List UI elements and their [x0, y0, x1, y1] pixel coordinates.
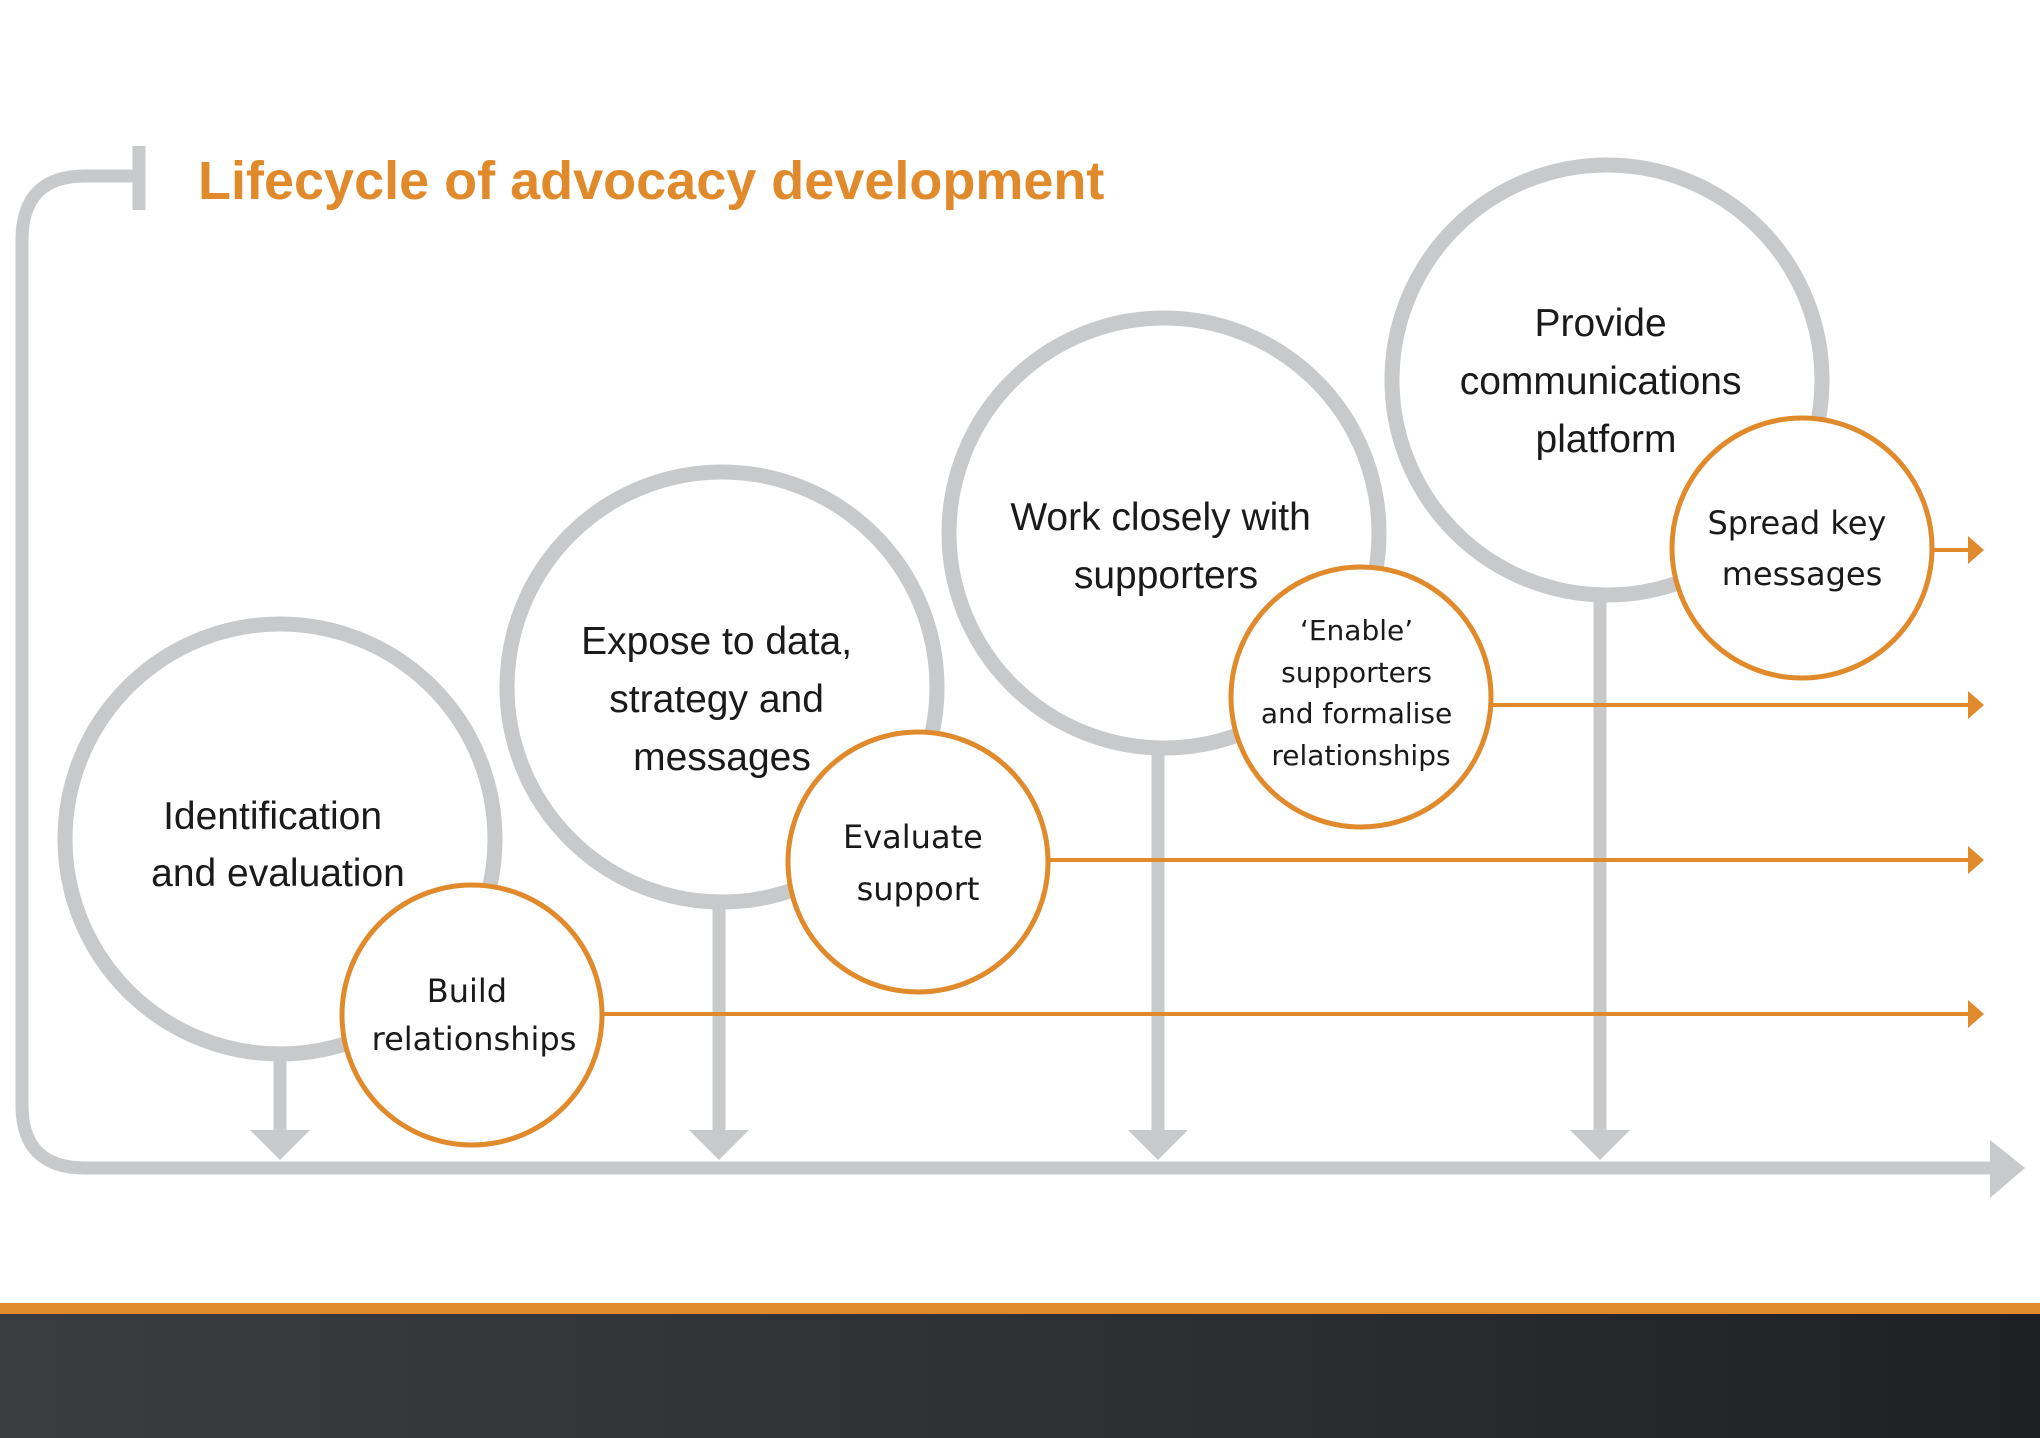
cycle-path	[15, 146, 1995, 1175]
arrow-right-icon	[1968, 846, 1984, 874]
action-label-enable: ‘Enable’ supporters and formalise relati…	[1261, 614, 1461, 772]
stage-label-provide: Provide communications platform	[1460, 302, 1753, 461]
action-circle-spread	[1669, 415, 1935, 681]
action-circle-build	[339, 882, 605, 1148]
arrow-right-icon	[1968, 691, 1984, 719]
stage-label-work: Work closely with supporters	[1010, 496, 1321, 597]
down-arrows	[273, 595, 1607, 1140]
action-label-spread: Spread key messages	[1707, 504, 1896, 593]
down-arrow-icon	[250, 1130, 310, 1160]
main-arrowhead	[1990, 1140, 2025, 1198]
stage-label-expose: Expose to data, strategy and messages	[581, 620, 863, 779]
down-arrow-icon	[1128, 1130, 1188, 1160]
action-label-build: Build relationships	[372, 972, 577, 1058]
action-circle-evaluate	[785, 729, 1051, 995]
action-circle-enable	[1228, 564, 1494, 830]
arrow-right-icon	[1968, 536, 1984, 564]
footer-accent-bar	[0, 1303, 2040, 1314]
down-arrow-icon	[1570, 1130, 1630, 1160]
footer-chalkboard-banner	[0, 1314, 2040, 1438]
arrow-right-icon	[1968, 1000, 1984, 1028]
diagram-title: Lifecycle of advocacy development	[198, 151, 1104, 211]
action-lines	[602, 548, 1975, 1016]
stage-label-identification: Identification and evaluation	[151, 795, 405, 895]
down-arrow-icon	[689, 1130, 749, 1160]
action-label-evaluate: Evaluate support	[843, 818, 993, 908]
